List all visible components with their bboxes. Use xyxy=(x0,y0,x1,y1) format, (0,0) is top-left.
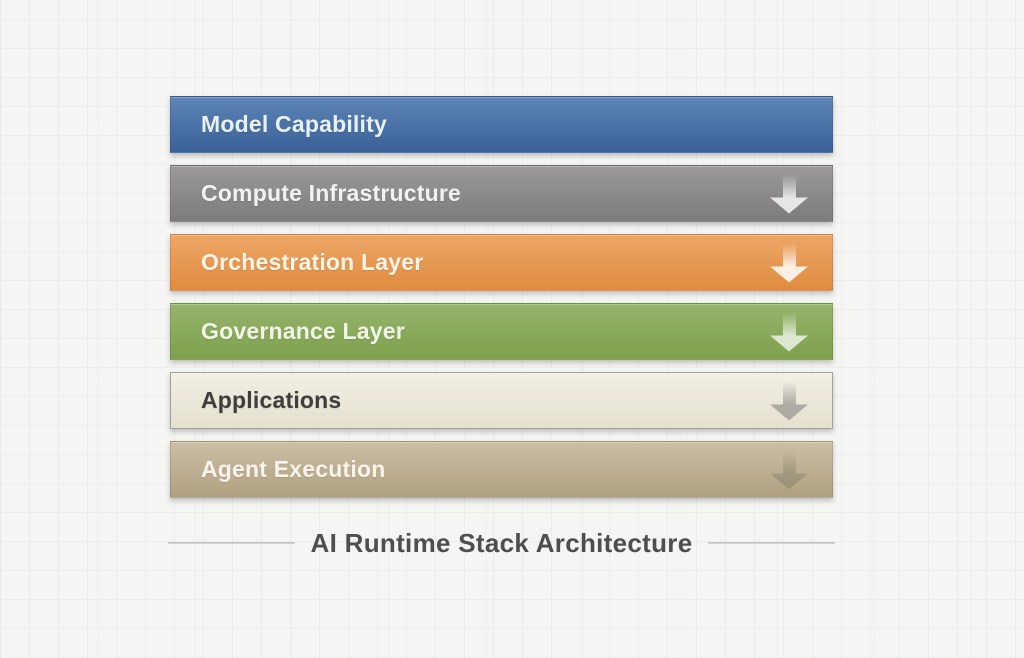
diagram-title: AI Runtime Stack Architecture xyxy=(310,527,693,558)
down-arrow-head xyxy=(770,335,808,351)
down-arrow-head xyxy=(770,197,808,213)
layer-label: Compute Infrastructure xyxy=(201,180,461,206)
down-arrow-stem xyxy=(782,312,796,335)
stack-layer: Governance Layer xyxy=(170,303,833,360)
stack-diagram: Model Capability Compute Infrastructure … xyxy=(170,96,833,510)
title-left-rule xyxy=(168,542,295,544)
layer-label: Model Capability xyxy=(201,111,387,137)
down-arrow-head xyxy=(770,266,808,282)
down-arrow-icon xyxy=(770,174,808,213)
stack-layer: Agent Execution xyxy=(170,441,833,498)
down-arrow-stem xyxy=(782,450,796,473)
down-arrow-icon xyxy=(770,113,808,136)
layer-label: Orchestration Layer xyxy=(201,249,424,275)
stack-layer: Compute Infrastructure xyxy=(170,165,833,222)
layer-label: Governance Layer xyxy=(201,318,405,344)
down-arrow-stem xyxy=(782,243,796,266)
down-arrow-stem xyxy=(782,381,796,404)
layer-label: Applications xyxy=(201,387,342,413)
stack-layer: Model Capability xyxy=(170,96,833,153)
title-right-rule xyxy=(708,542,836,544)
down-arrow-stem xyxy=(783,113,796,136)
down-arrow-icon xyxy=(770,450,808,489)
stack-layer: Orchestration Layer xyxy=(170,234,833,291)
down-arrow-head xyxy=(770,473,808,489)
stack-layer: Applications xyxy=(170,372,833,429)
down-arrow-stem xyxy=(782,174,796,197)
down-arrow-icon xyxy=(770,381,808,420)
down-arrow-head xyxy=(770,404,808,420)
down-arrow-icon xyxy=(770,312,808,351)
layer-label: Agent Execution xyxy=(201,456,386,482)
down-arrow-icon xyxy=(770,243,808,282)
diagram-title-row: AI Runtime Stack Architecture xyxy=(168,524,836,562)
